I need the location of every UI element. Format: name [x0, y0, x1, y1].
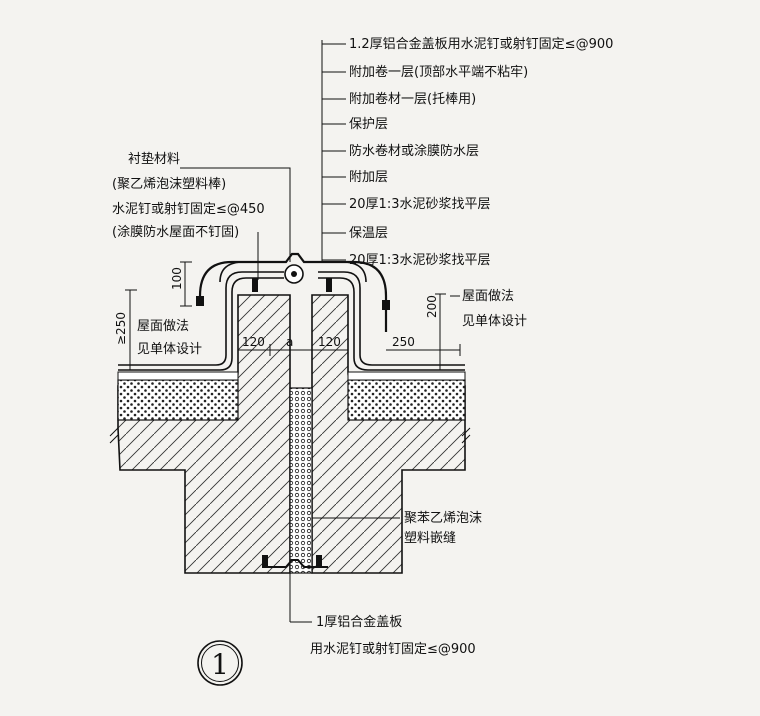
callout-nail-spacing: 水泥钉或射钉固定≤@450	[112, 201, 265, 217]
detail-number: 1	[211, 648, 229, 681]
right-insulation-layer	[347, 379, 466, 421]
left-insulation-layer	[117, 379, 239, 421]
callout-insulation: 保温层	[349, 226, 388, 241]
bottom-cover-label-line1: 1厚铝合金盖板	[316, 614, 402, 630]
callout-cover-plate: 1.2厚铝合金盖板用水泥钉或射钉固定≤@900	[349, 36, 613, 52]
callout-coating-note: (涂膜防水屋面不钉固)	[112, 224, 239, 240]
callout-backing-material: 衬垫材料	[128, 151, 180, 167]
callout-screed-upper: 20厚1:3水泥砂浆找平层	[349, 197, 490, 212]
dim-upturn-left: ≥250	[114, 312, 128, 345]
dim-width-right: 120	[318, 335, 341, 349]
joint-fill-label-line1: 聚苯乙烯泡沫	[404, 511, 482, 526]
detail-number-badge: 1	[197, 640, 243, 686]
callouts-right-group: 1.2厚铝合金盖板用水泥钉或射钉固定≤@900 附加卷一层(顶部水平端不粘牢) …	[349, 36, 613, 268]
bottom-cover-plate	[262, 559, 328, 568]
aluminium-cover-plate	[198, 252, 388, 332]
callout-protection-layer: 保护层	[349, 117, 388, 132]
joint-fill-label-line2: 塑料嵌缝	[404, 531, 456, 546]
callout-backing-rod: (聚乙烯泡沫塑料棒)	[112, 177, 226, 192]
dim-extension-right: 250	[392, 335, 415, 349]
callout-additional-roll: 附加卷一层(顶部水平端不粘牢)	[349, 64, 528, 80]
right-screed-layer	[347, 371, 466, 381]
roof-note-left-line2: 见单体设计	[137, 342, 202, 357]
roof-note-right-line1: 屋面做法	[462, 289, 514, 304]
dim-width-left: 120	[242, 335, 265, 349]
callout-screed-lower: 20厚1:3水泥砂浆找平层	[349, 253, 490, 268]
dim-upstand-height: 100	[170, 267, 184, 290]
roof-note-left-line1: 屋面做法	[137, 319, 189, 334]
callout-waterproof-layer: 防水卷材或涂膜防水层	[349, 143, 479, 159]
callout-support-layer: 附加卷材一层(托棒用)	[349, 91, 476, 107]
leader-lines	[180, 40, 460, 623]
left-screed-layer	[117, 371, 239, 381]
break-lines	[109, 427, 471, 444]
bottom-cover-label-line2: 用水泥钉或射钉固定≤@900	[310, 641, 476, 657]
callouts-left-group: 衬垫材料 (聚乙烯泡沫塑料棒) 水泥钉或射钉固定≤@450 (涂膜防水屋面不钉固…	[112, 151, 265, 240]
foam-joint-filler	[289, 387, 313, 574]
backer-rod-core	[291, 271, 297, 277]
dim-upturn-right: 200	[425, 295, 439, 318]
dim-gap: a	[286, 335, 293, 349]
roof-note-right-line2: 见单体设计	[462, 314, 527, 329]
dimension-lines	[125, 261, 461, 371]
callout-extra-layer: 附加层	[349, 170, 388, 185]
fixing-nails	[196, 278, 390, 567]
